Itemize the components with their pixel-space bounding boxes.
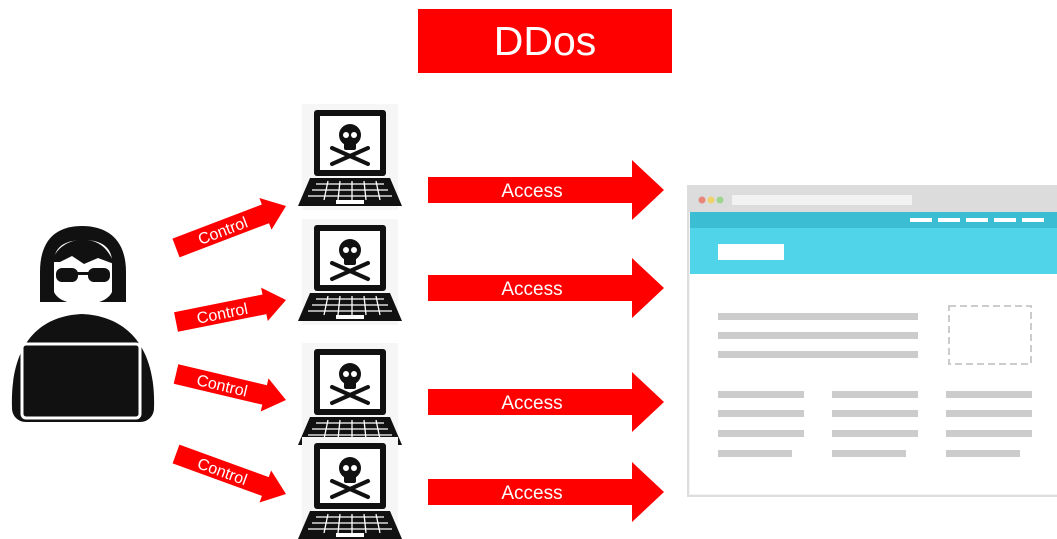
access-label: Access: [501, 181, 562, 202]
access-arrow: Access: [428, 258, 664, 318]
browser-window-icon: [687, 185, 1057, 497]
bot-group: Control Access: [172, 102, 664, 258]
bot-group: Control Access: [174, 217, 664, 332]
control-arrow: Control: [173, 364, 287, 412]
access-arrow: Access: [428, 160, 664, 220]
infected-laptop-icon: [296, 217, 404, 327]
infected-laptop-icon: [296, 102, 404, 212]
infected-laptop-icon: [296, 435, 404, 539]
access-arrow: Access: [428, 372, 664, 432]
access-label: Access: [501, 483, 562, 504]
access-arrow: Access: [428, 462, 664, 522]
hooded-hacker-icon: [11, 226, 155, 422]
control-label: Control: [196, 301, 250, 328]
access-label: Access: [501, 393, 562, 414]
control-arrow: Control: [174, 287, 286, 332]
title-banner: DDos: [418, 9, 672, 73]
access-label: Access: [501, 279, 562, 300]
control-arrow: Control: [172, 444, 287, 503]
title-text: DDos: [493, 17, 597, 64]
infected-laptop-icon: [296, 341, 404, 451]
control-arrow: Control: [172, 197, 286, 258]
